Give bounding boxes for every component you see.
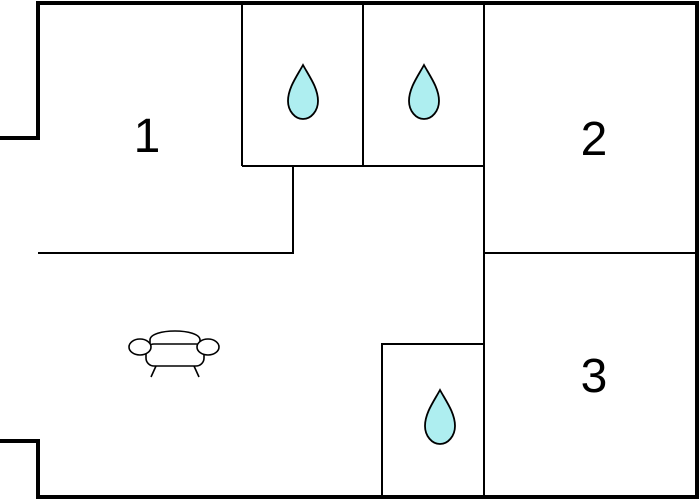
bath-bottom-wall xyxy=(381,343,484,497)
room-1-wall xyxy=(38,166,294,254)
water-drop-icon xyxy=(408,63,440,120)
room-1-label: 1 xyxy=(134,110,161,163)
room-2-label: 2 xyxy=(581,113,608,166)
water-drop-icon xyxy=(287,63,319,120)
sofa-icon xyxy=(128,330,220,378)
water-drop-icon xyxy=(424,388,456,445)
room-3-label: 3 xyxy=(581,350,608,403)
interior-walls xyxy=(38,3,697,497)
